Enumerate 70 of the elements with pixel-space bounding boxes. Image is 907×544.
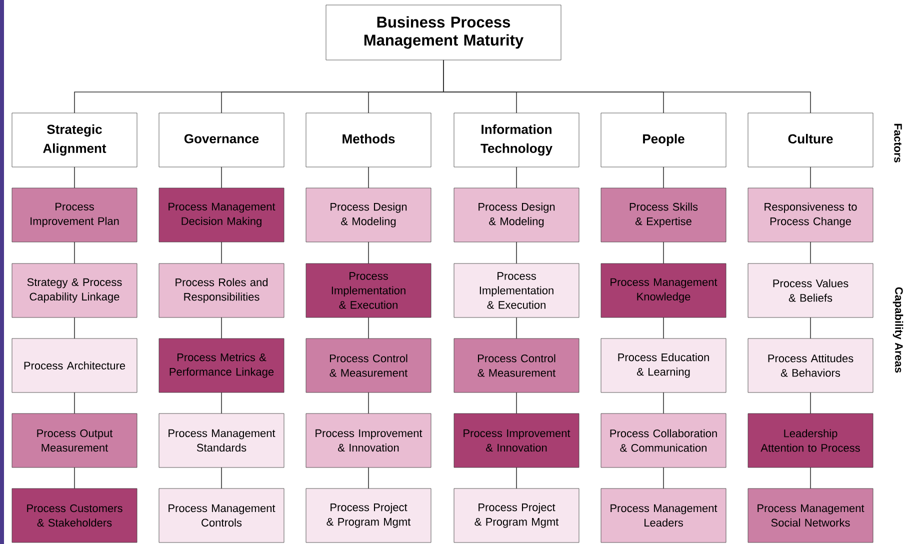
connector-line <box>663 166 664 188</box>
connector-line <box>368 392 369 414</box>
capability-box: Process Roles and Responsibilities <box>158 263 284 318</box>
connector-line <box>516 467 517 489</box>
connector-line <box>221 317 222 339</box>
capability-box: Process Values & Beliefs <box>748 263 874 318</box>
capability-box: Process Customers & Stakeholders <box>12 488 138 543</box>
connector-line <box>810 392 811 414</box>
connector-line <box>74 242 75 264</box>
capability-box: Process Project & Program Mgmt <box>454 488 580 543</box>
capability-box: Process Design & Modeling <box>306 188 432 242</box>
capability-box: Process Management Decision Making <box>158 188 284 242</box>
capability-box: Process Improvement Plan <box>12 188 138 242</box>
factor-box: Culture <box>748 112 874 168</box>
connector-line <box>663 317 664 339</box>
connector-line <box>221 467 222 489</box>
connector-line <box>74 317 75 339</box>
connector-line <box>221 166 222 188</box>
connector-line <box>810 317 811 339</box>
capability-box: Process Improvement & Innovation <box>306 413 432 468</box>
connector-line <box>443 60 811 114</box>
capability-box: Process Collaboration & Communication <box>600 413 726 468</box>
connector-line <box>663 242 664 264</box>
capability-box: Process Management Controls <box>158 488 284 543</box>
connector-line <box>74 467 75 489</box>
capability-box: Leadership Attention to Process <box>748 413 874 468</box>
connector-line <box>368 317 369 339</box>
capability-box: Process Implementation & Execution <box>306 263 432 318</box>
connector-line <box>368 467 369 489</box>
capability-box: Process Management Knowledge <box>600 263 726 318</box>
capability-box: Responsiveness to Process Change <box>748 188 874 242</box>
connector-line <box>221 392 222 414</box>
connector-line <box>663 467 664 489</box>
side-label: Capability Areas <box>892 287 904 373</box>
capability-box: Process Management Leaders <box>600 488 726 543</box>
connector-line <box>368 166 369 188</box>
capability-box: Process Metrics & Performance Linkage <box>158 338 284 393</box>
connector-line <box>516 317 517 339</box>
capability-box: Process Control & Measurement <box>306 338 432 393</box>
capability-box: Process Management Social Networks <box>748 488 874 543</box>
root-box: Business Process Management Maturity <box>326 4 562 60</box>
connector-line <box>368 242 369 264</box>
factor-box: Governance <box>158 112 284 168</box>
capability-box: Process Design & Modeling <box>454 188 580 242</box>
side-label: Factors <box>894 124 902 162</box>
connector-line <box>663 392 664 414</box>
connector-line <box>810 166 811 188</box>
capability-box: Process Education & Learning <box>600 338 726 393</box>
connector-line <box>74 166 75 188</box>
connector-line <box>516 166 517 188</box>
capability-box: Process Improvement & Innovation <box>454 413 580 468</box>
factor-box: People <box>600 112 726 168</box>
capability-box: Process Attitudes & Behaviors <box>748 338 874 393</box>
connector-line <box>516 392 517 414</box>
capability-box: Strategy & Process Capability Linkage <box>12 263 138 318</box>
connector-line <box>810 242 811 264</box>
capability-box: Process Implementation & Execution <box>454 263 580 318</box>
factor-box: Strategic Alignment <box>12 112 138 168</box>
factor-box: Information Technology <box>454 112 580 168</box>
connector-line <box>74 392 75 414</box>
connector-line <box>810 467 811 489</box>
connector-line <box>221 242 222 264</box>
capability-box: Process Skills & Expertise <box>600 188 726 242</box>
factor-box: Methods <box>306 112 432 168</box>
capability-box: Process Output Measurement <box>12 413 138 468</box>
connector-line <box>516 242 517 264</box>
capability-box: Process Architecture <box>12 338 138 393</box>
capability-box: Process Project & Program Mgmt <box>306 488 432 543</box>
capability-box: Process Management Standards <box>158 413 284 468</box>
capability-box: Process Control & Measurement <box>454 338 580 393</box>
